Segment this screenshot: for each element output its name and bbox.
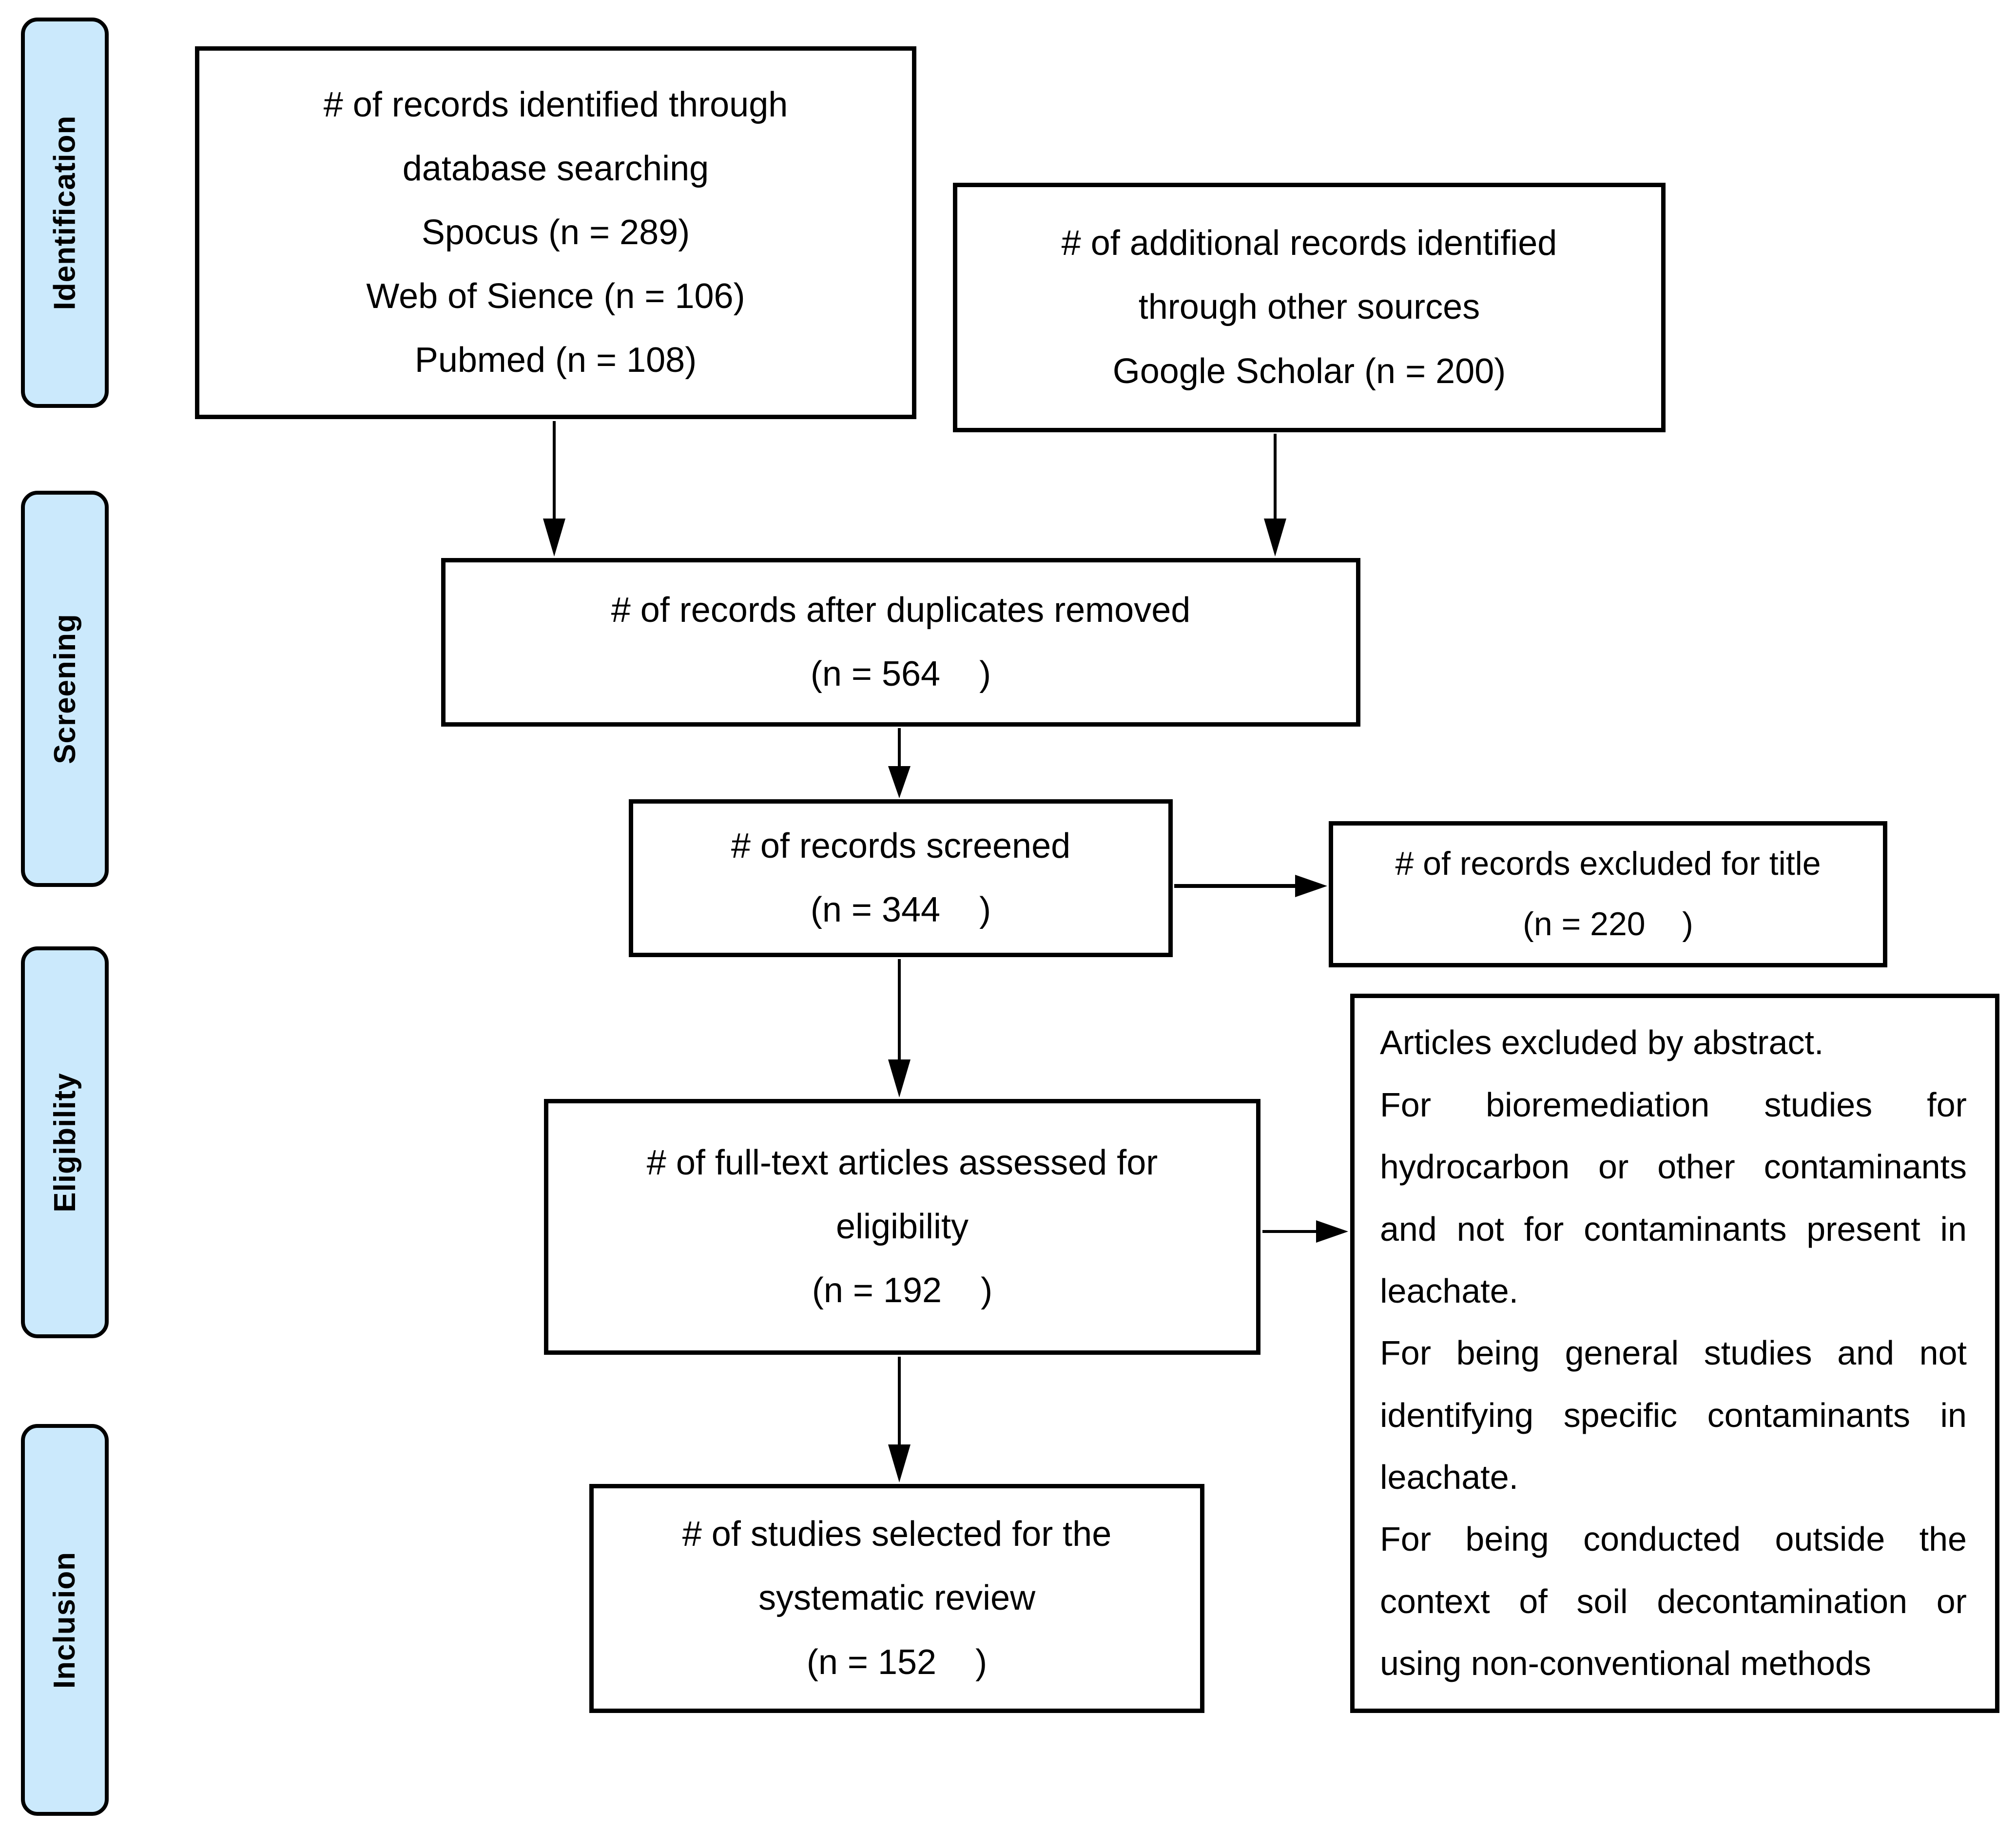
arrow-screened-to-excluded-title — [1174, 874, 1327, 898]
box-excluded-for-title-line: (n = 220 ) — [1523, 905, 1693, 943]
box-fulltext-assessed: # of full-text articles assessed for eli… — [544, 1099, 1260, 1355]
stage-inclusion: Inclusion — [21, 1424, 109, 1816]
box-duplicates-removed-line: (n = 564 ) — [810, 654, 991, 693]
box-records-identified-line: database searching — [402, 149, 709, 188]
exclusion-reason-paragraph: For bioremediation studies for hydrocarb… — [1380, 1085, 1967, 1310]
box-records-identified-line: Spocus (n = 289) — [421, 212, 690, 252]
arrow-duplicates-to-screened — [888, 728, 911, 798]
exclusion-reason-paragraph: Articles excluded by abstract. — [1380, 1023, 1824, 1062]
box-records-screened: # of records screened (n = 344 ) — [629, 799, 1173, 957]
box-additional-records: # of additional records identified throu… — [953, 183, 1666, 432]
box-excluded-for-title-line: # of records excluded for title — [1395, 845, 1821, 883]
arrow-line — [553, 421, 556, 528]
arrow-head-down-icon — [1264, 519, 1286, 557]
arrow-additional-to-duplicates — [1263, 434, 1287, 557]
arrow-line — [1174, 884, 1303, 888]
arrow-line — [898, 959, 901, 1069]
box-additional-records-line: through other sources — [1138, 288, 1480, 327]
exclusion-reason-paragraph: For being general studies and not identi… — [1380, 1334, 1967, 1497]
arrow-line — [1274, 434, 1277, 528]
arrow-head-down-icon — [888, 1059, 911, 1097]
arrow-head-down-icon — [543, 519, 565, 557]
box-studies-selected-line: (n = 152 ) — [806, 1642, 988, 1682]
box-studies-selected-line: systematic review — [758, 1578, 1036, 1618]
box-additional-records-line: Google Scholar (n = 200) — [1112, 351, 1506, 391]
box-fulltext-assessed-line: # of full-text articles assessed for — [646, 1143, 1158, 1182]
exclusion-reason-paragraph: For being conducted outside the context … — [1380, 1520, 1967, 1683]
box-additional-records-line: # of additional records identified — [1061, 224, 1557, 263]
box-excluded-for-title: # of records excluded for title (n = 220… — [1329, 821, 1887, 967]
arrow-identified-to-duplicates — [543, 421, 566, 557]
arrow-head-right-icon — [1316, 1220, 1348, 1243]
arrow-head-down-icon — [888, 766, 911, 798]
arrow-head-down-icon — [888, 1444, 911, 1482]
box-studies-selected: # of studies selected for the systematic… — [589, 1484, 1204, 1713]
arrow-fulltext-to-selected — [888, 1357, 911, 1482]
box-records-identified-line: Web of Sience (n = 106) — [366, 277, 745, 316]
stage-inclusion-label: Inclusion — [48, 1551, 82, 1689]
arrow-line — [898, 1357, 901, 1454]
box-studies-selected-line: # of studies selected for the — [682, 1515, 1112, 1554]
stage-identification: Identification — [21, 18, 109, 408]
stage-eligibility: Eligibility — [21, 946, 109, 1338]
box-records-identified-line: Pubmed (n = 108) — [414, 341, 697, 380]
box-records-screened-line: # of records screened — [731, 826, 1071, 866]
arrow-fulltext-to-excluded-abstract — [1262, 1220, 1348, 1243]
arrow-head-right-icon — [1295, 875, 1327, 897]
box-records-identified: # of records identified through database… — [195, 46, 916, 419]
box-records-identified-line: # of records identified through — [323, 85, 788, 124]
arrow-screened-to-fulltext — [888, 959, 911, 1097]
stage-screening-label: Screening — [48, 614, 82, 764]
stage-eligibility-label: Eligibility — [48, 1072, 82, 1212]
box-duplicates-removed-line: # of records after duplicates removed — [611, 590, 1191, 630]
box-fulltext-assessed-line: eligibility — [835, 1207, 969, 1246]
box-records-screened-line: (n = 344 ) — [810, 890, 991, 929]
arrow-line — [1262, 1230, 1324, 1233]
box-fulltext-assessed-line: (n = 192 ) — [812, 1271, 993, 1310]
box-excluded-by-abstract: Articles excluded by abstract. For biore… — [1350, 994, 1999, 1713]
box-duplicates-removed: # of records after duplicates removed (n… — [441, 558, 1360, 727]
stage-screening: Screening — [21, 491, 109, 887]
stage-identification-label: Identification — [48, 115, 82, 310]
arrow-line — [898, 728, 901, 774]
